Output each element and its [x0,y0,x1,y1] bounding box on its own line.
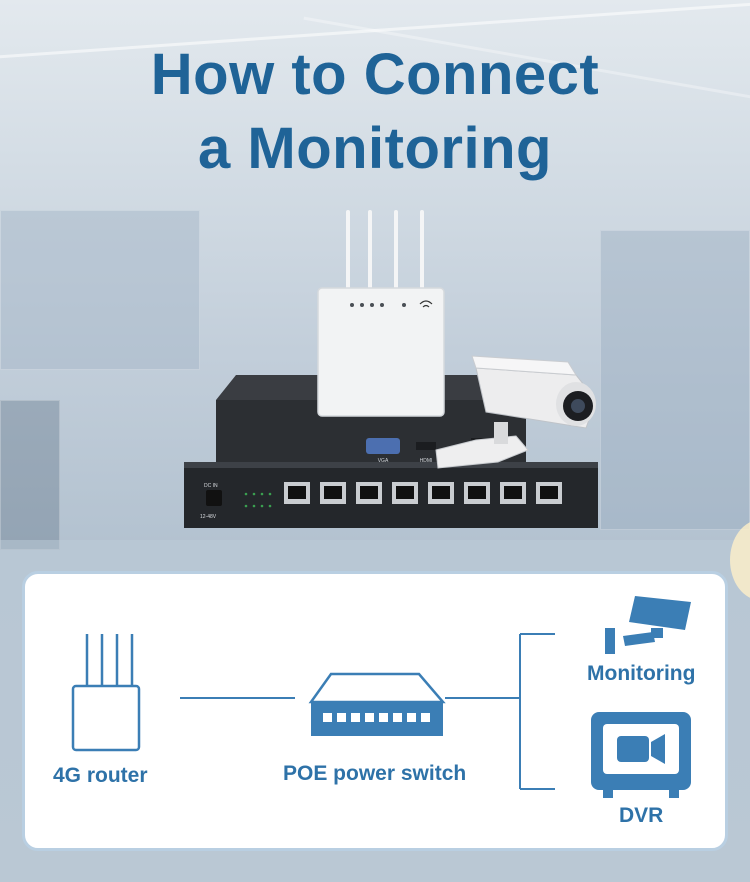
page-title: How to Connect a Monitoring [0,38,750,186]
router-icon [71,634,141,752]
ethernet-port-socket [432,486,450,499]
ethernet-port-socket [324,486,342,499]
switch-icon-port [365,713,374,722]
switch-icon [308,672,446,736]
switch-ports [284,482,562,504]
dvr-label: DVR [619,804,664,827]
camera-device [435,355,597,469]
router-device [317,210,445,417]
ethernet-port-socket [468,486,486,499]
ethernet-port-socket [504,486,522,499]
device-photo: VGA HDMI DC IN 12-48V [184,210,598,528]
ethernet-port-socket [360,486,378,499]
switch-icon-port [337,713,346,722]
router-label: 4G router [53,764,148,787]
title-line-1: How to Connect [150,42,600,107]
switch-label: POE power switch [283,762,467,785]
ethernet-port-socket [396,486,414,499]
monitoring-label: Monitoring [587,662,696,685]
switch-icon-port [379,713,388,722]
lamp-light [730,520,750,600]
ethernet-port-socket [288,486,306,499]
switch-icon-port [421,713,430,722]
vga-port-icon [366,438,400,454]
camera-icon [605,596,691,654]
dc-in-label: DC IN [204,483,218,489]
diagram-graphics [71,596,691,798]
switch-icon-ports [323,713,430,722]
switch-icon-port [323,713,332,722]
wall-panel [0,210,200,370]
ethernet-port-socket [540,486,558,499]
title-line-2: a Monitoring [198,116,552,181]
connection-diagram: 4G router POE power switch Monitoring DV… [22,571,728,851]
hdmi-label: HDMI [420,458,433,464]
voltage-label: 12-48V [200,514,217,520]
switch-icon-port [407,713,416,722]
dvr-icon [591,712,691,798]
switch-icon-port [351,713,360,722]
wall-panel [600,230,750,530]
wall-panel [0,400,60,550]
switch-icon-port [393,713,402,722]
poe-switch-device: DC IN 12-48V [184,462,598,528]
vga-label: VGA [378,458,389,464]
